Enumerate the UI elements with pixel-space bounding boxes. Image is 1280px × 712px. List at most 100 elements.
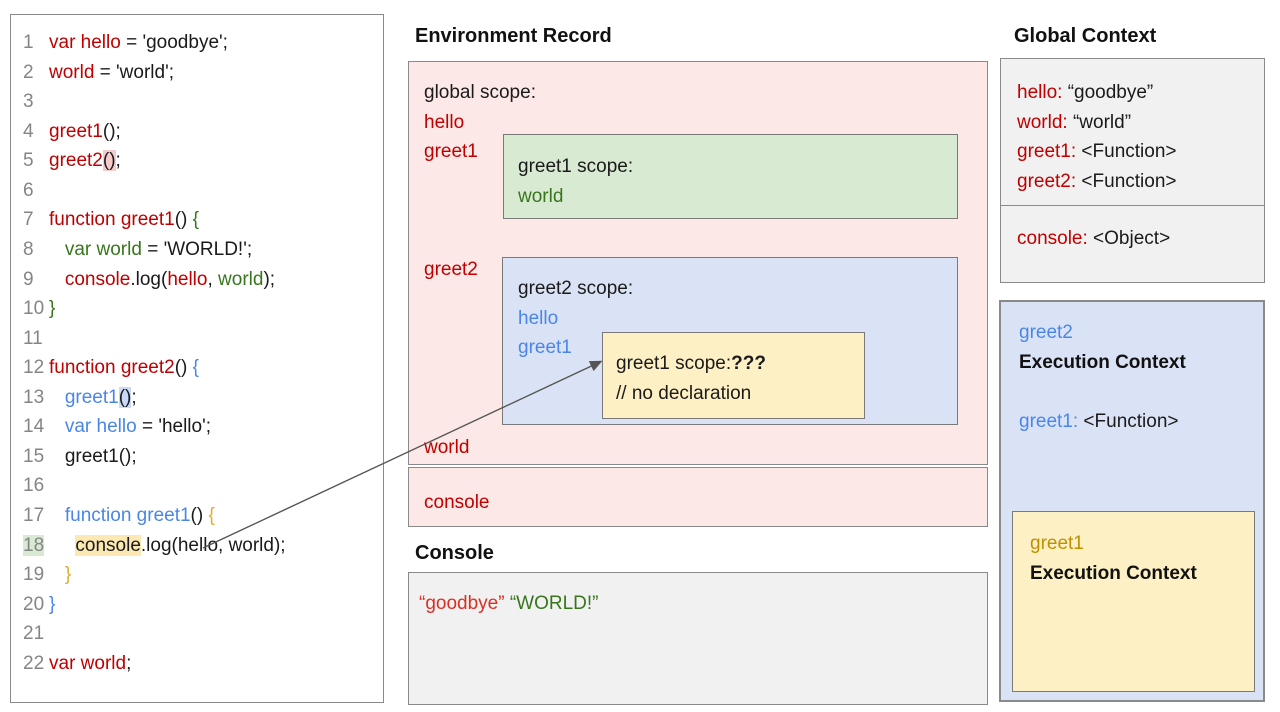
greet2-ec-entry: greet1: <Function> [1019, 410, 1179, 432]
code-text: world = 'world'; [49, 58, 174, 88]
code-token: function greet1 [49, 209, 175, 231]
line-number: 11 [23, 327, 43, 349]
code-token: greet1 [49, 120, 103, 142]
code-token: hello [167, 268, 208, 290]
code-line-14: 14 var hello = 'hello'; [11, 412, 383, 442]
line-number: 3 [23, 91, 34, 113]
entry-greet1: greet1: <Function> [1017, 141, 1177, 162]
line-number: 13 [23, 386, 45, 408]
global-context-box: hello: “goodbye” world: “world” greet1: <F… [1000, 58, 1265, 283]
console-output-goodbye: “goodbye” [419, 593, 505, 614]
code-text: function greet1() { [49, 501, 215, 531]
line-number: 17 [23, 505, 45, 526]
code-token: .log( [130, 268, 168, 290]
code-token: () [102, 150, 116, 172]
line-number: 22 [23, 652, 45, 674]
greet1-scope-box: greet1 scope: world [503, 134, 958, 219]
global-context-console: console: <Object> [1001, 206, 1264, 254]
global-var-console: console [424, 492, 490, 513]
code-token [49, 446, 65, 467]
code-token: greet2 [49, 150, 103, 172]
line-number: 18 [23, 534, 45, 556]
code-text: greet1(); [49, 442, 137, 472]
line-number: 7 [23, 209, 34, 231]
environment-record-title: Environment Record [415, 25, 612, 47]
greet2-ec-name: greet2 [1019, 322, 1073, 343]
line-number: 12 [23, 357, 45, 379]
code-token: var hello [49, 32, 121, 53]
global-context-title: Global Context [1014, 25, 1157, 47]
entry-world: world: “world” [1017, 111, 1132, 133]
code-token: world [218, 268, 264, 290]
code-token: } [64, 564, 72, 586]
code-text: function greet2() { [49, 353, 199, 383]
code-line-21: 21 [11, 619, 383, 649]
global-scope-box: global scope: hello greet1 greet2 world … [408, 61, 988, 465]
code-text: var hello = 'goodbye'; [49, 28, 228, 58]
code-token [49, 564, 65, 585]
line-number: 8 [23, 238, 34, 260]
code-token: .log(hello, world); [140, 534, 286, 556]
greet1-inner-scope-box: greet1 scope:??? // no declaration [602, 332, 865, 419]
line-number: 9 [23, 268, 34, 290]
code-line-18: 18 console.log(hello, world); [11, 531, 383, 561]
global-scope-label: global scope: [424, 82, 536, 103]
code-text: var world; [49, 649, 131, 679]
code-line-10: 10} [11, 294, 383, 324]
code-editor-panel: 1 var hello = 'goodbye'; 2 world = 'world';… [10, 14, 384, 703]
code-text: greet2(); [49, 146, 121, 176]
code-token [49, 535, 75, 556]
code-token [49, 269, 65, 290]
code-token: } [49, 593, 56, 615]
line-number: 15 [23, 445, 45, 467]
code-token: () [190, 505, 209, 526]
global-var-world: world [424, 437, 470, 458]
console-output-world: “WORLD!” [509, 593, 599, 614]
code-token: world [49, 61, 95, 83]
code-line-3: 3 [11, 87, 383, 117]
line-number: 6 [23, 179, 34, 201]
code-line-8: 8 var world = 'WORLD!'; [11, 235, 383, 265]
greet2-ec-label: Execution Context [1019, 351, 1186, 373]
console-output-box: “goodbye” “WORLD!” [408, 572, 988, 705]
code-token: ; [115, 150, 121, 172]
code-token: function greet2 [49, 357, 175, 379]
console-variable-box: console [408, 467, 988, 527]
code-text: } [49, 294, 55, 324]
line-number: 5 [23, 150, 34, 172]
greet2-scope-label: greet2 scope: [518, 278, 634, 299]
code-token: = 'WORLD!'; [141, 238, 253, 260]
code-text: console.log(hello, world); [49, 531, 286, 561]
code-text: var hello = 'hello'; [49, 412, 211, 442]
code-token: () [118, 386, 132, 408]
line-number: 1 [23, 32, 34, 53]
code-token: ; [131, 386, 137, 408]
code-line-20: 20} [11, 590, 383, 620]
code-line-19: 19 } [11, 560, 383, 590]
entry-greet2: greet2: <Function> [1017, 170, 1177, 192]
code-text: } [49, 560, 71, 590]
code-line-16: 16 [11, 471, 383, 501]
console-title: Console [415, 542, 494, 564]
code-token: (); [102, 120, 121, 142]
code-line-5: 5 greet2(); [11, 146, 383, 176]
global-context-variables: hello: “goodbye” world: “world” greet1: <F… [1001, 59, 1264, 206]
code-token: console [64, 268, 131, 290]
entry-hello: hello: “goodbye” [1017, 82, 1154, 103]
global-var-greet1: greet1 [424, 141, 478, 162]
greet2-scope-box: greet2 scope: hello greet1 greet1 scope:… [502, 257, 958, 425]
line-number: 20 [23, 593, 45, 615]
code-token: { [208, 505, 215, 526]
code-line-11: 11 [11, 324, 383, 354]
greet1-scope-var-world: world [518, 185, 564, 207]
line-number: 2 [23, 61, 34, 83]
code-token: function greet1 [64, 505, 191, 526]
code-line-6: 6 [11, 176, 383, 206]
greet1-ec-name: greet1 [1030, 533, 1084, 554]
code-token: { [192, 209, 199, 231]
code-token [49, 416, 65, 437]
code-token: var hello [64, 416, 137, 438]
line-number: 16 [23, 475, 45, 497]
code-token [49, 387, 65, 408]
